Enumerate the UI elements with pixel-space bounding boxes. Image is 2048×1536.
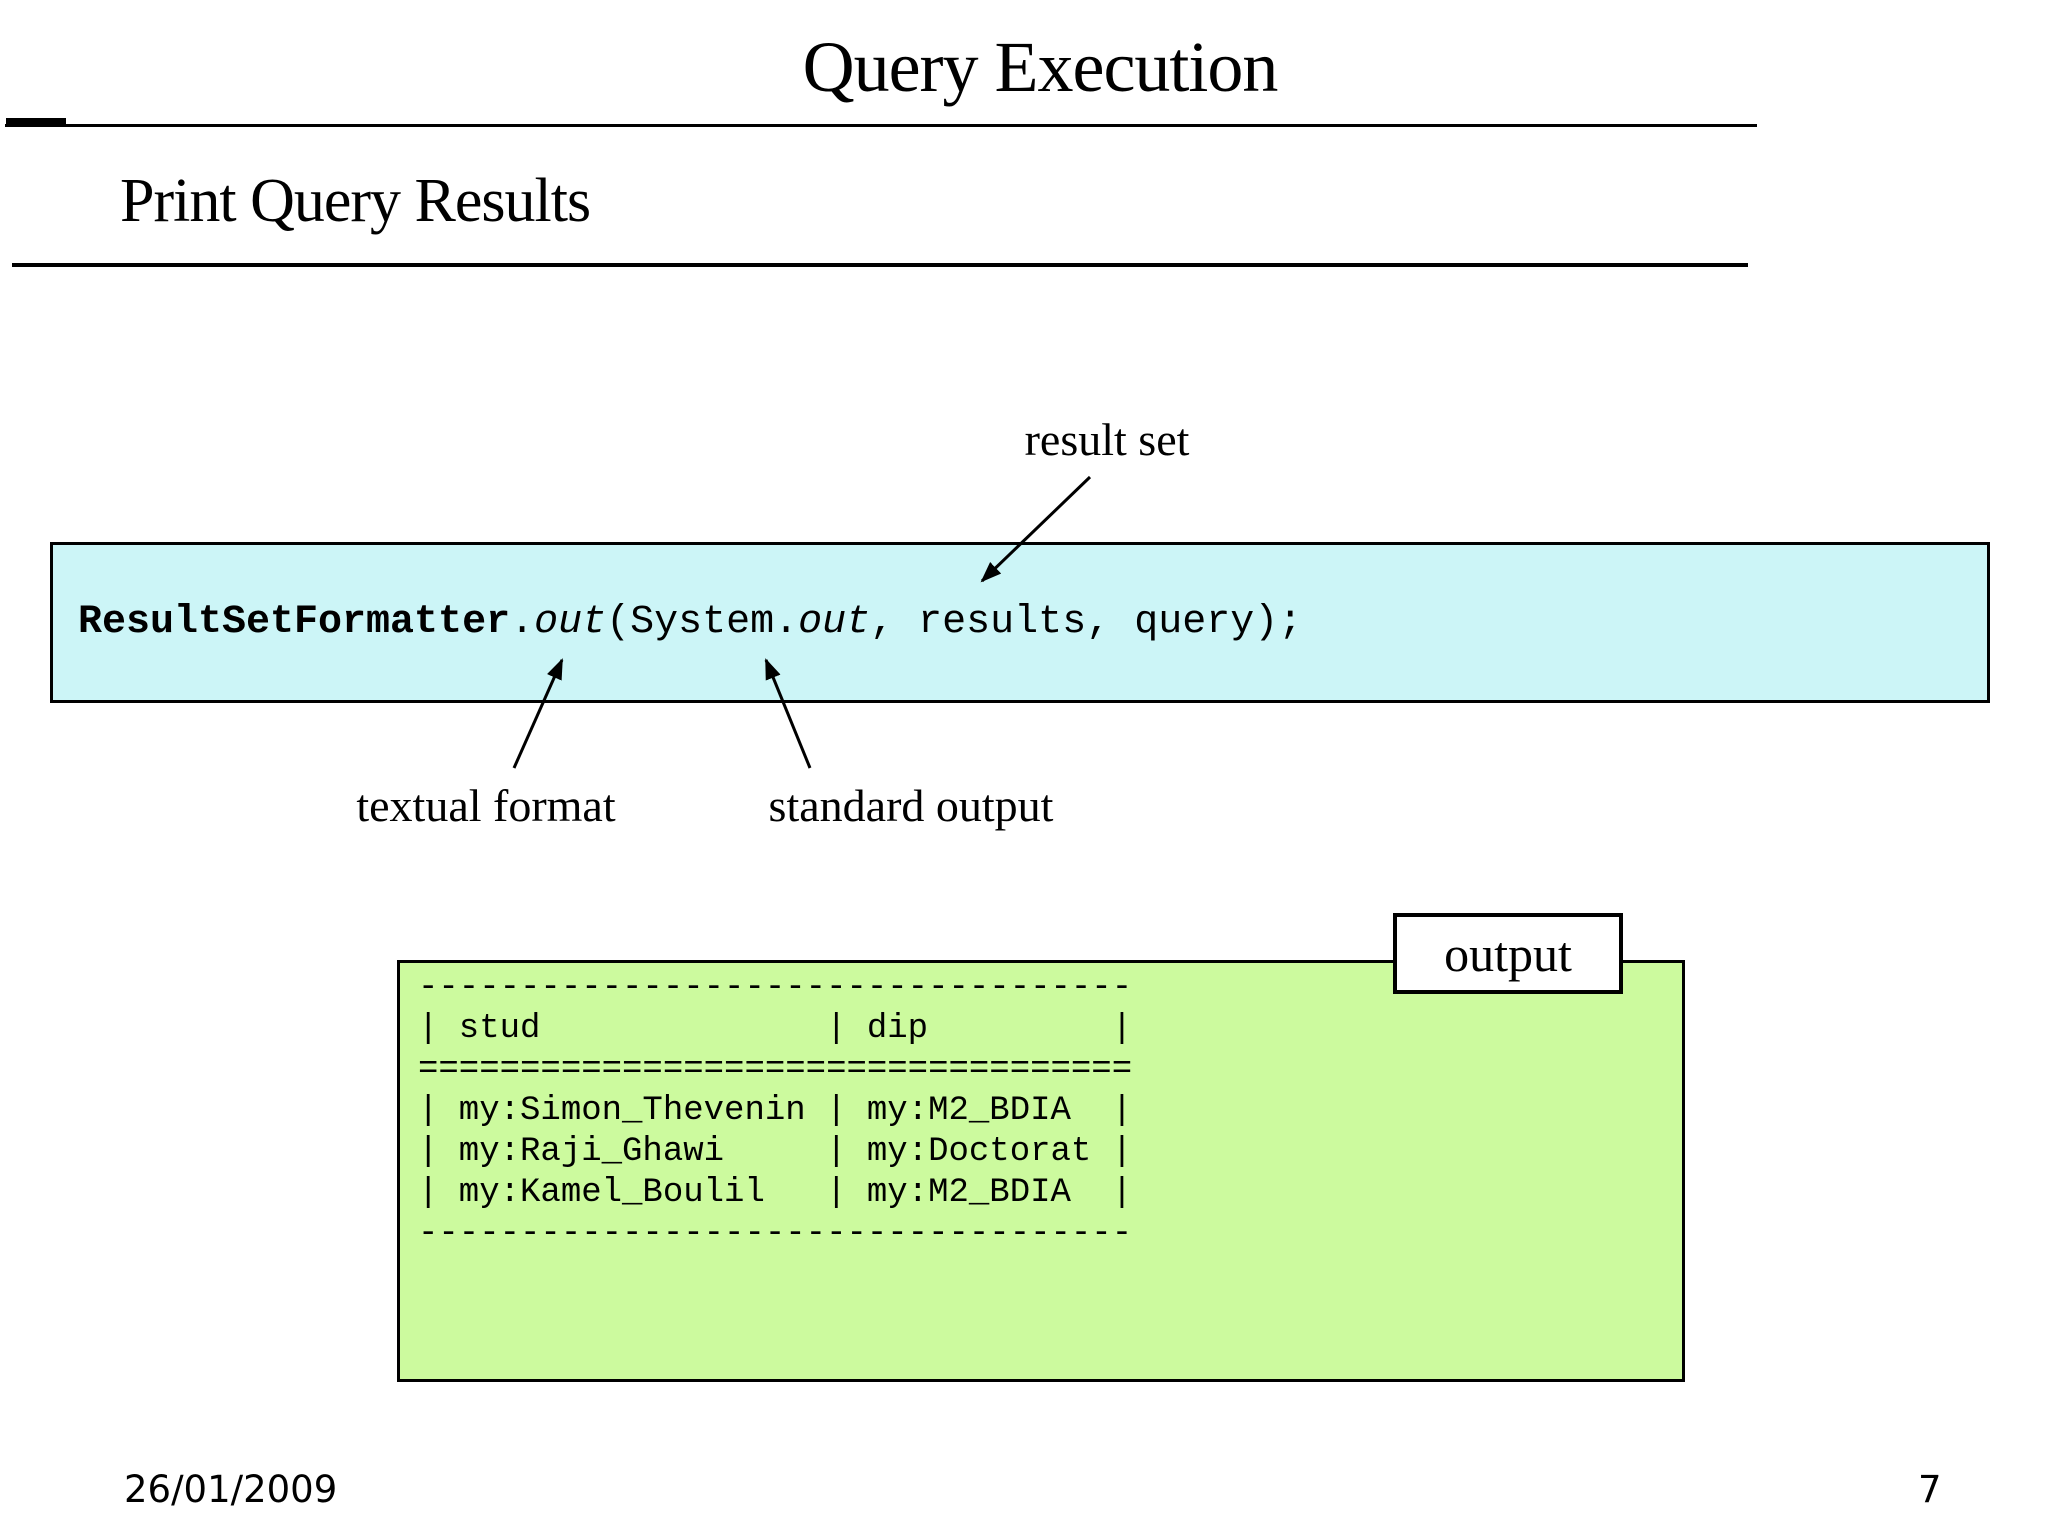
- code-line: ResultSetFormatter.out(System.out, resul…: [78, 600, 1302, 645]
- annotation-result-set: result set: [1024, 414, 1190, 465]
- output-console-text: ----------------------------------- | st…: [418, 969, 1133, 1253]
- code-box: ResultSetFormatter.out(System.out, resul…: [50, 542, 1990, 703]
- slide-subtitle: Print Query Results: [120, 167, 591, 235]
- output-tag-label: output: [1444, 925, 1572, 982]
- code-token-italic: out: [534, 600, 607, 645]
- code-token-bold: ResultSetFormatter: [78, 600, 511, 645]
- output-tag-box: output: [1393, 913, 1623, 994]
- footer-date: 26/01/2009: [124, 1468, 338, 1511]
- annotation-standard-output: standard output: [768, 780, 1054, 831]
- output-box: [397, 960, 1685, 1382]
- code-token-italic: out: [798, 600, 871, 645]
- title-rule-left-dash: [6, 118, 66, 126]
- title-rule: [5, 124, 1757, 127]
- slide-title: Query Execution: [802, 27, 1279, 107]
- code-token-normal: , results, query);: [870, 600, 1303, 645]
- subtitle-rule: [12, 263, 1748, 267]
- footer-page-number: 7: [1918, 1468, 1942, 1511]
- code-token-normal: .: [510, 600, 535, 645]
- code-token-normal: (System.: [606, 600, 799, 645]
- annotation-textual-format: textual format: [356, 780, 616, 831]
